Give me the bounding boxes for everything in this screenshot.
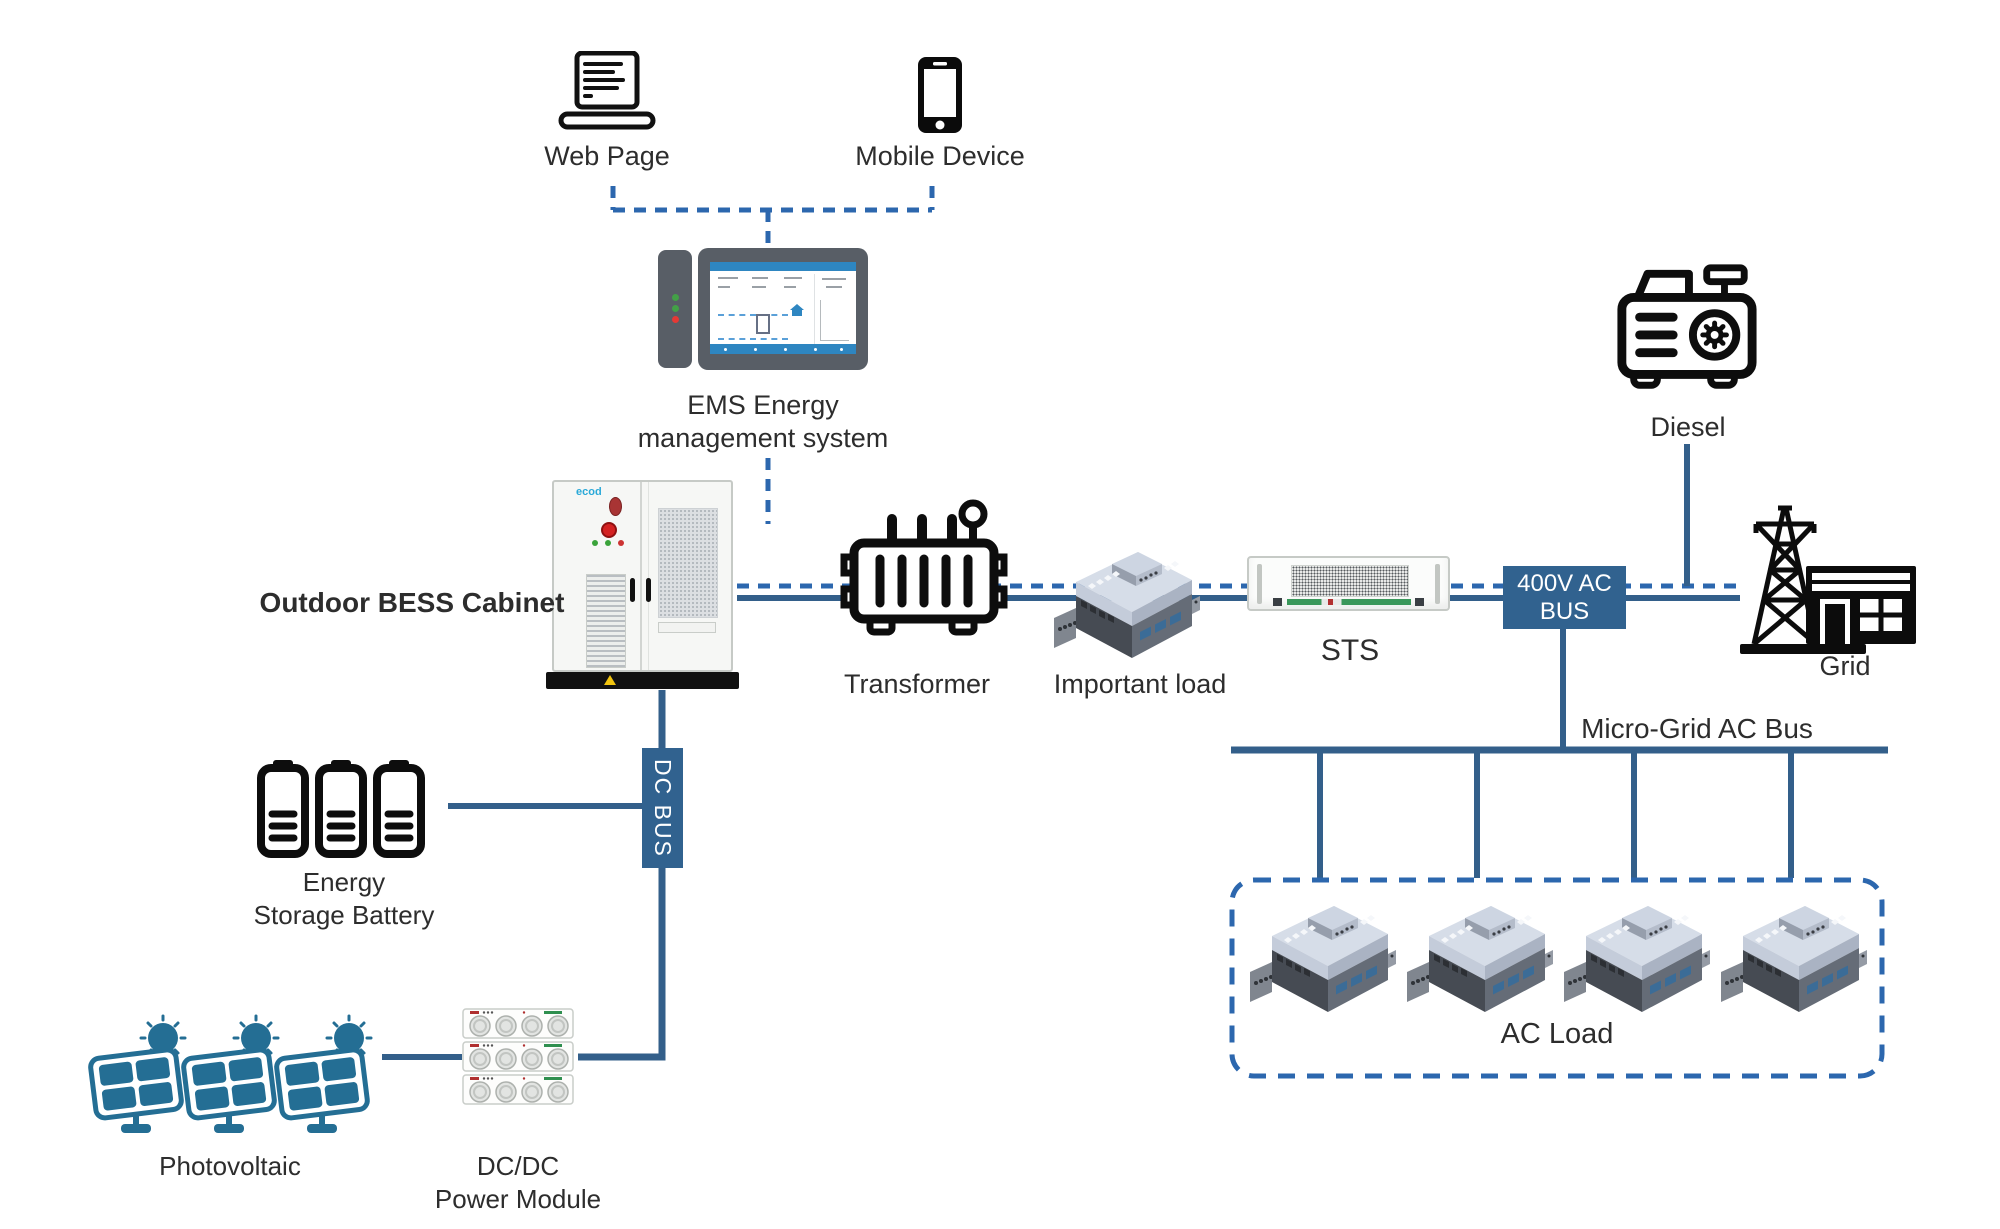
bess-cabinet-label: Outdoor BESS Cabinet	[259, 587, 565, 618]
ac-load-dashed-box	[1229, 877, 1885, 1079]
cabinet-slot	[658, 622, 716, 633]
ems-led-red	[672, 316, 679, 323]
micro-grid-ac-bus-label: Micro-Grid AC Bus	[1581, 713, 1813, 744]
cabinet-indicator-green-1	[592, 540, 598, 546]
solar-panel-icon	[85, 1012, 190, 1137]
laptop-icon	[558, 51, 656, 130]
ems-screen-navbar	[710, 344, 856, 354]
cabinet-handle-right	[646, 578, 651, 602]
cabinet-indicator-green-2	[605, 540, 611, 546]
diesel-label: Diesel	[1650, 412, 1726, 442]
dc-bus-label: DC BUS	[650, 758, 676, 858]
grid-icon	[1740, 505, 1916, 654]
ems-device	[698, 248, 868, 370]
ems-screen-titlebar	[710, 262, 856, 271]
cabinet-base	[546, 672, 739, 689]
transformer-icon	[840, 499, 1008, 636]
dc-bus-box: DC BUS	[642, 748, 683, 868]
important-load-device	[1054, 552, 1200, 658]
battery-icon	[314, 758, 368, 858]
ems-screen	[710, 262, 856, 354]
cabinet-mesh-vent	[658, 508, 718, 618]
ac-load-label: AC Load	[1500, 1018, 1614, 1050]
comm-dashed-wires	[610, 186, 1744, 589]
solar-panel-icon	[271, 1012, 376, 1137]
dcdc-power-module-label: DC/DC Power Module	[434, 1151, 602, 1214]
solar-panel-icon	[178, 1012, 283, 1137]
ems-led-green-1	[672, 294, 679, 301]
sts-label: STS	[1320, 634, 1380, 667]
ac-bus-400v-box: 400V AC BUS	[1503, 566, 1626, 629]
ems-led-green-2	[672, 305, 679, 312]
web-page-label: Web Page	[544, 141, 670, 171]
sts-device	[1247, 556, 1450, 611]
important-load-label: Important load	[1053, 669, 1227, 699]
ems-label: EMS Energy management system	[637, 390, 889, 453]
cabinet-handle-left	[630, 578, 635, 602]
battery-icon	[372, 758, 426, 858]
smartphone-icon	[918, 57, 962, 133]
battery-icon	[256, 758, 310, 858]
ac-bus-400v-line2: BUS	[1539, 597, 1590, 625]
mobile-device-label: Mobile Device	[855, 141, 1025, 171]
sts-port-right	[1415, 598, 1424, 606]
photovoltaic-label: Photovoltaic	[159, 1151, 301, 1181]
ems-mini-chart	[820, 300, 849, 341]
ac-load-device	[1721, 906, 1867, 1012]
ac-bus-400v-line1: 400V AC	[1517, 569, 1612, 597]
sts-port-left	[1273, 598, 1282, 606]
cabinet-emergency-button	[601, 522, 617, 538]
transformer-label: Transformer	[843, 669, 991, 699]
ac-load-device	[1407, 906, 1553, 1012]
ems-battery-glyph	[756, 314, 770, 334]
diesel-generator-icon	[1617, 264, 1757, 389]
bess-cabinet: ecod	[552, 480, 733, 672]
sts-mesh-grille	[1291, 565, 1409, 597]
sts-rack-ear-right	[1435, 564, 1440, 604]
grid-label: Grid	[1819, 651, 1871, 681]
cabinet-louver-vent	[586, 574, 626, 668]
sts-status-strip	[1287, 599, 1411, 605]
ac-load-device	[1564, 906, 1710, 1012]
cabinet-lamp	[609, 497, 622, 516]
ems-house-glyph	[790, 304, 804, 316]
cabinet-indicator-red	[618, 540, 624, 546]
ems-side-panel	[658, 250, 692, 368]
sts-rack-ear-left	[1257, 564, 1262, 604]
dcdc-power-module-device	[462, 1008, 574, 1105]
warning-triangle-icon	[604, 675, 616, 685]
ac-load-device	[1250, 906, 1396, 1012]
cabinet-logo: ecod	[576, 486, 602, 498]
energy-storage-battery-label: Energy Storage Battery	[253, 867, 435, 930]
